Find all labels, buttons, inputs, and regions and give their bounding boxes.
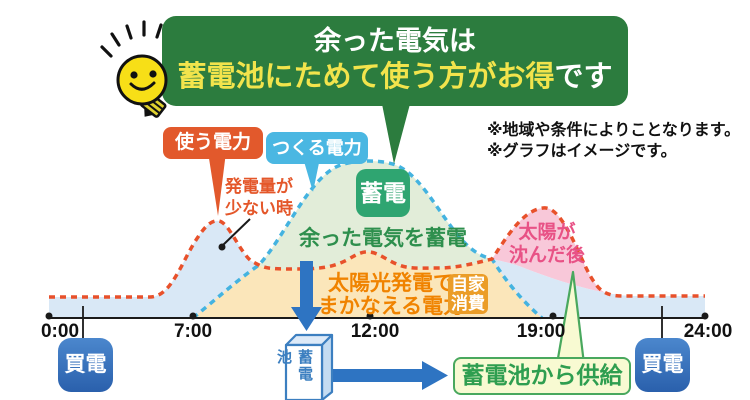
tick-2400: 24:00 [683, 321, 733, 342]
store-surplus-label: 余った電気を蓄電 [299, 227, 467, 250]
headline-highlight: 蓄電池にためて使う方がお得 [177, 61, 555, 93]
low-generation-label: 発電量が 少ない時 [225, 177, 293, 218]
banner-tail [382, 104, 410, 164]
lightbulb-eye-right [149, 70, 157, 78]
self-consumption-badge: 自家 消費 [448, 274, 488, 314]
tick-0000: 0:00 [40, 321, 80, 342]
charge-down-arrow [291, 261, 322, 331]
area-bought-morning [49, 220, 259, 318]
headline-banner: 余った電気は 蓄電池にためて使う方がお得です [162, 16, 628, 106]
usage-curve [49, 206, 705, 299]
lightbulb-mascot-icon [100, 20, 168, 118]
disclaimer-notes: ※地域や条件によりことなります。 ※グラフはイメージです。 [487, 122, 741, 160]
battery-icon [284, 333, 334, 400]
headline-suffix: です [554, 61, 613, 93]
tick-1200: 12:00 [350, 321, 400, 342]
battery-supply-label: 蓄電池から供給 [453, 357, 631, 395]
headline-line1: 余った電気は [314, 26, 476, 56]
battery-label: 蓄電池 [275, 349, 313, 383]
lightbulb-rays [100, 20, 163, 58]
use-power-bubble: 使う電力 [163, 127, 263, 159]
tick-0700: 7:00 [173, 321, 213, 342]
tick-1900: 19:00 [516, 321, 566, 342]
area-after-sunset [492, 207, 628, 296]
lightbulb-face [116, 54, 168, 106]
battery-out-arrow [332, 361, 448, 390]
lightbulb-smile [129, 81, 156, 91]
charge-badge: 蓄電 [356, 169, 410, 217]
buy-power-badge-left: 買電 [58, 338, 113, 392]
headline-line2: 蓄電池にためて使う方がお得です [162, 57, 628, 97]
after-sunset-label: 太陽が 沈んだ後 [508, 222, 585, 266]
low-generation-pointer-line [221, 218, 251, 247]
make-power-bubble: つくる電力 [266, 132, 368, 164]
make-power-bubble-tail [303, 158, 320, 192]
lightbulb-eye-left [130, 71, 138, 79]
use-power-bubble-tail [208, 152, 226, 216]
buy-power-badge-right: 買電 [635, 338, 690, 392]
area-battery-supply [492, 259, 705, 318]
axis-dots [45, 312, 709, 320]
low-generation-pointer-dot [218, 243, 226, 251]
solar-covered-label: 太陽光発電で まかなえる電力 [317, 272, 465, 318]
